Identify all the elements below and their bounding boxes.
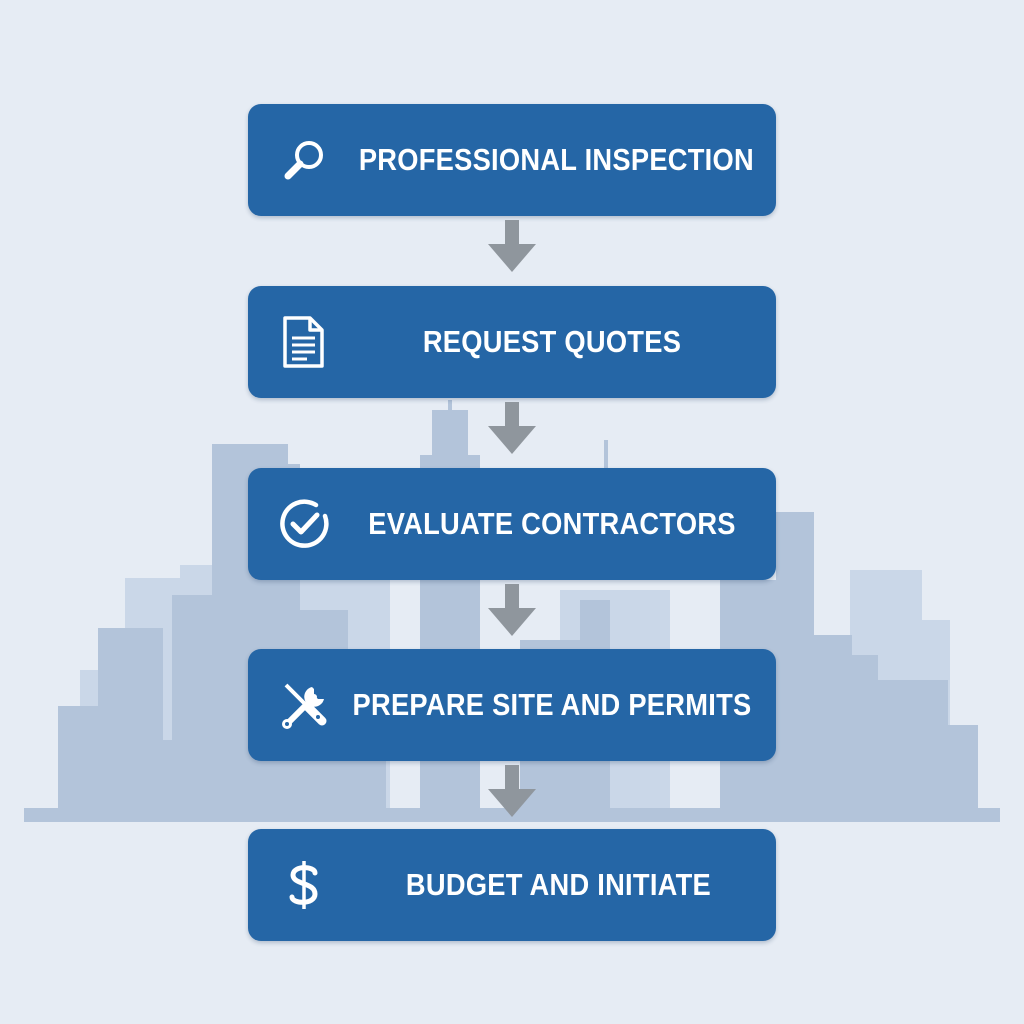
arrow-down-icon bbox=[488, 765, 536, 817]
document-icon bbox=[274, 312, 334, 372]
step-budget-and-initiate: BUDGET AND INITIATE bbox=[248, 829, 776, 941]
step-evaluate-contractors: EVALUATE CONTRACTORS bbox=[248, 468, 776, 580]
step-label: PROFESSIONAL INSPECTION bbox=[358, 142, 754, 177]
check-circle-icon bbox=[274, 494, 334, 554]
arrow-down-icon bbox=[488, 584, 536, 636]
step-prepare-site-and-permits: PREPARE SITE AND PERMITS bbox=[248, 649, 776, 761]
arrow-down-icon bbox=[488, 220, 536, 272]
step-label: REQUEST QUOTES bbox=[422, 324, 682, 359]
step-label: EVALUATE CONTRACTORS bbox=[368, 506, 736, 541]
step-request-quotes: REQUEST QUOTES bbox=[248, 286, 776, 398]
wrench-screwdriver-icon bbox=[274, 675, 334, 735]
magnifier-icon bbox=[274, 130, 334, 190]
step-label: BUDGET AND INITIATE bbox=[405, 867, 712, 902]
dollar-icon bbox=[274, 855, 334, 915]
step-label: PREPARE SITE AND PERMITS bbox=[352, 687, 752, 722]
arrow-down-icon bbox=[488, 402, 536, 454]
step-professional-inspection: PROFESSIONAL INSPECTION bbox=[248, 104, 776, 216]
